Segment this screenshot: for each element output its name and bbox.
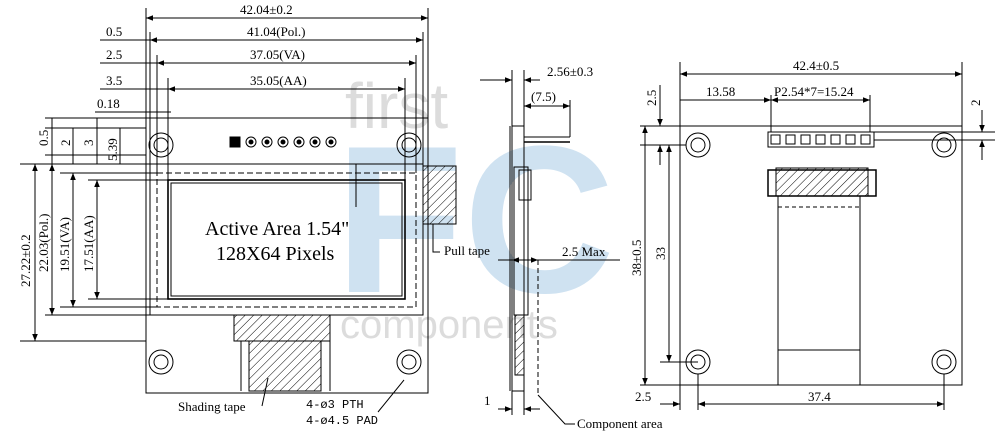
- label-back-height: 38±0.5: [629, 240, 644, 276]
- back-hole-tl-inner: [690, 137, 706, 153]
- watermark-fc: FC: [335, 102, 615, 337]
- label-height-total: 27.22±0.2: [18, 234, 33, 287]
- holes-leader: [377, 379, 405, 413]
- front-aa-outline: [167, 179, 406, 300]
- back-hole-tr: [931, 132, 957, 158]
- label-offset-aa: 3.5: [106, 73, 122, 88]
- watermark-components: components: [340, 303, 558, 347]
- front-hole-bl-inner: [153, 354, 169, 370]
- back-header: [767, 131, 875, 148]
- label-hole-spacing-v: 33: [653, 247, 668, 260]
- front-hole-br: [396, 349, 422, 375]
- label-pcb-thickness: 1: [484, 393, 491, 408]
- back-hole-br-inner: [936, 354, 952, 370]
- front-aa-inner: [170, 182, 403, 297]
- active-area-line2: 128X64 Pixels: [216, 243, 335, 265]
- watermark: first FC components: [335, 70, 615, 347]
- label-offset-va: 2.5: [106, 47, 122, 62]
- component-area-leader: [537, 394, 575, 425]
- label-height-aa: 17.51(AA): [81, 215, 96, 272]
- label-header-offset: 13.58: [706, 84, 735, 99]
- back-hole-tl: [685, 132, 711, 158]
- side-fpc: [514, 314, 525, 376]
- side-ic: [518, 169, 532, 201]
- front-hole-bl: [148, 349, 174, 375]
- label-bottom-left: 2.5: [635, 389, 651, 404]
- back-pcb-outline: [679, 125, 963, 386]
- fpc-tail: [248, 340, 322, 392]
- label-pin-offset: (7.5): [531, 89, 556, 104]
- front-hole-tl-inner: [153, 137, 169, 153]
- label-hole-spacing-h: 37.4: [808, 389, 831, 404]
- back-hole-br: [931, 349, 957, 375]
- label-width-pol: 41.04(Pol.): [247, 24, 306, 39]
- side-view-labels: 2.56±0.3 (7.5) 2.5 Max 1 Component area: [484, 64, 663, 431]
- label-height-va: 19.51(VA): [57, 217, 72, 272]
- label-holes-pad: 4-ø4.5 PAD: [306, 414, 378, 428]
- pull-tape: [422, 165, 457, 225]
- back-connector-pins: [775, 167, 869, 197]
- side-view: [480, 70, 620, 425]
- label-component-area: Component area: [577, 416, 663, 431]
- front-view: [20, 8, 457, 413]
- front-hole-tr: [396, 132, 422, 158]
- back-hole-tr-inner: [936, 137, 952, 153]
- shading-tape-leader: [261, 377, 269, 407]
- label-right-offset: 2: [968, 100, 983, 107]
- back-view: [640, 62, 995, 410]
- label-width-total: 42.04±0.2: [240, 2, 293, 17]
- label-width-aa: 35.05(AA): [250, 73, 307, 88]
- label-height-pol: 22.03(Pol.): [36, 214, 51, 273]
- label-top-2: 2: [58, 140, 73, 147]
- back-fpc: [777, 195, 861, 386]
- label-top-offset: 2.5: [644, 90, 659, 106]
- back-view-labels: 42.4±0.5 13.58 P2.54*7=15.24 2.5 2 38±0.…: [629, 58, 983, 404]
- label-back-width: 42.4±0.5: [793, 58, 839, 73]
- label-holes-pth: 4-ø3 PTH: [306, 398, 364, 412]
- label-offset-018: 0.18: [97, 96, 120, 111]
- front-header-pins: [229, 136, 337, 148]
- pull-tape-leader: [432, 224, 440, 253]
- front-hole-br-inner: [401, 354, 417, 370]
- front-pcb-outline: [145, 117, 429, 394]
- label-top-3: 3: [81, 140, 96, 147]
- front-va-outline: [156, 172, 417, 308]
- label-pull-tape: Pull tape: [444, 243, 490, 258]
- label-offset-pol: 0.5: [106, 24, 122, 39]
- front-view-labels: 42.04±0.2 41.04(Pol.) 37.05(VA) 35.05(AA…: [18, 2, 490, 428]
- watermark-first: first: [345, 70, 448, 142]
- label-pitch: P2.54*7=15.24: [774, 84, 854, 99]
- label-width-va: 37.05(VA): [250, 47, 305, 62]
- front-hole-tl: [148, 132, 174, 158]
- label-top-539: 5.39: [105, 138, 120, 161]
- label-shading-tape: Shading tape: [178, 399, 246, 414]
- label-top-05: 0.5: [36, 130, 51, 146]
- label-max-thickness: 2.5 Max: [562, 244, 606, 259]
- active-area-line1: Active Area 1.54": [205, 218, 349, 240]
- shading-tape: [233, 314, 331, 342]
- label-pin-length: 2.56±0.3: [547, 64, 593, 79]
